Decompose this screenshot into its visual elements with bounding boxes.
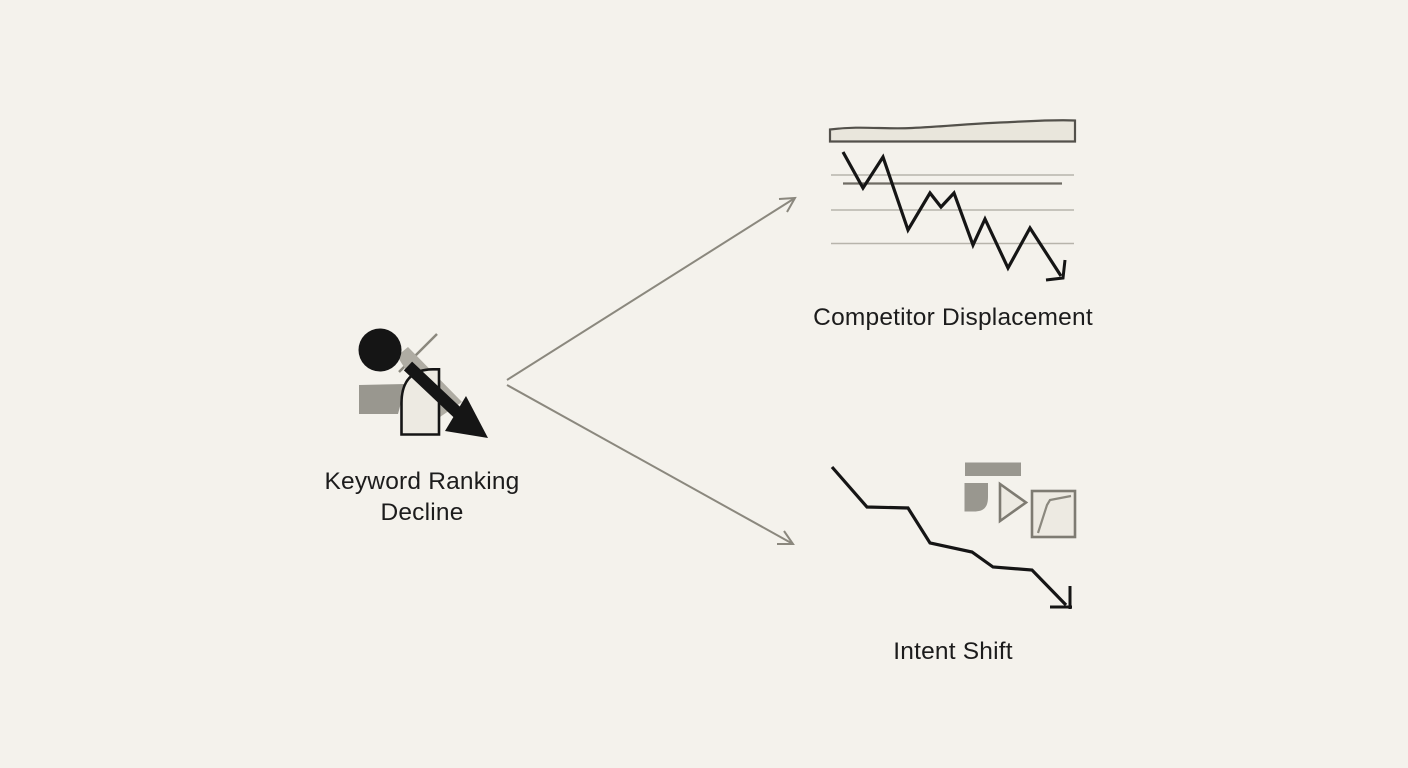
branch-label-intent-shift: Intent Shift [893, 638, 1013, 665]
gray-block-shape [359, 384, 406, 414]
connector-arrow-top [506, 196, 797, 381]
connector-arrowhead-top [778, 196, 797, 213]
connector-arrow-bottom [506, 384, 795, 545]
competitor-displacement-icon [828, 119, 1077, 282]
root-node-label-line2: Decline [380, 499, 464, 526]
decline-arrow-head [445, 396, 488, 438]
keyword-ranking-decline-icon [358, 328, 488, 438]
black-circle-shape [358, 328, 402, 372]
gray-rounded-block-shape [964, 483, 988, 512]
branch-label-competitor-displacement: Competitor Displacement [813, 304, 1093, 331]
decline-arrow-shaft [403, 361, 466, 421]
zigzag-decline-line [841, 151, 1063, 277]
chart-card-curve [1036, 494, 1072, 534]
zigzag-arrowhead [1045, 259, 1067, 282]
stair-step-decline-line [830, 465, 1068, 607]
intent-shift-icon [830, 462, 1077, 609]
root-node-label: Keyword Ranking Decline [272, 466, 572, 528]
play-triangle-shape [998, 481, 1029, 524]
connector-arrowhead-bottom [777, 530, 795, 545]
serp-bar-shape [828, 119, 1077, 143]
root-node-label-line1: Keyword Ranking [324, 468, 520, 495]
gray-bar-shape [965, 462, 1021, 476]
